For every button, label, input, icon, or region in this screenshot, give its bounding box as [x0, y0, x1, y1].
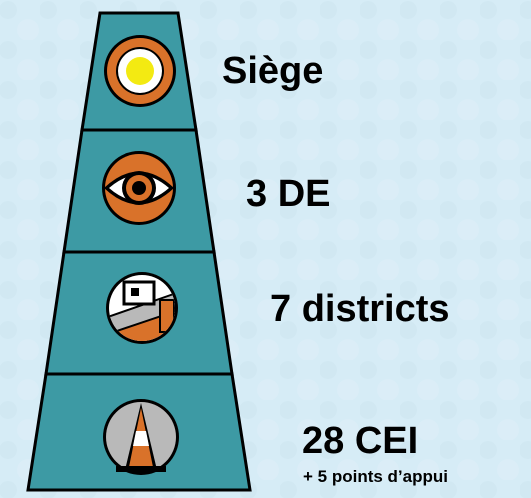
level-label-siege: Siège: [222, 50, 324, 92]
level-sublabel-appui: + 5 points d’appui: [303, 467, 448, 486]
traffic-cone-icon: [103, 399, 179, 475]
level-label-de: 3 DE: [246, 173, 331, 215]
road-building-icon: [106, 272, 178, 344]
level-label-districts: 7 districts: [270, 288, 450, 330]
sun-circle-icon: [104, 35, 176, 107]
level-label-cei: 28 CEI: [302, 420, 419, 462]
eye-icon: [102, 151, 176, 225]
